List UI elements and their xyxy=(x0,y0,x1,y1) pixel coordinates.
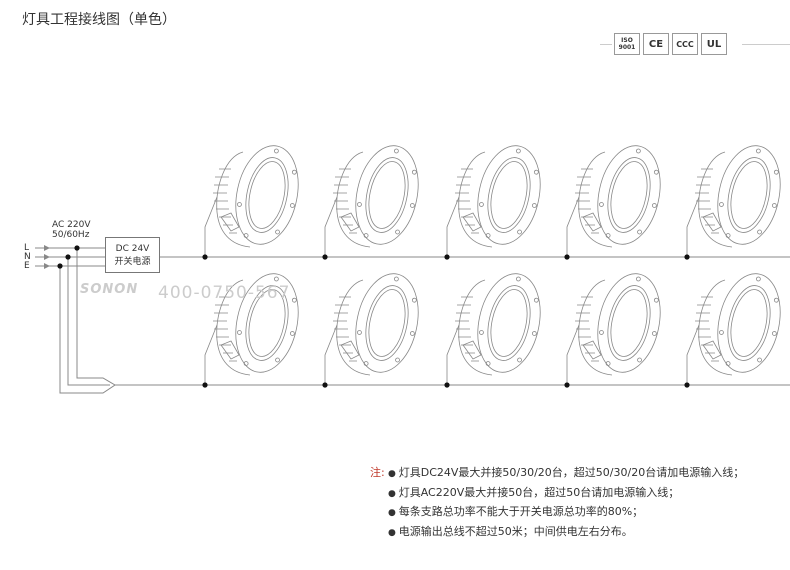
notes: 注: 灯具DC24V最大并接50/30/20台，超过50/30/20台请加电源输… xyxy=(370,464,744,542)
ul-icon: UL xyxy=(701,33,727,55)
line-label-n: N xyxy=(24,252,31,262)
notes-prefix: 注: xyxy=(370,466,385,479)
watermark-phone: 400-0750-567 xyxy=(158,283,291,303)
line-label-e: E xyxy=(24,261,30,271)
lamp-row-1 xyxy=(204,139,790,258)
psu-voltage: DC 24V xyxy=(115,244,150,254)
ce-icon: CE xyxy=(643,33,669,55)
frequency-label: 50/60Hz xyxy=(52,230,90,240)
ccc-icon: CCC xyxy=(672,33,698,55)
certification-badges: ISO 9001 CE CCC UL xyxy=(614,33,727,55)
note-item: 灯具AC220V最大并接50台，超过50台请加电源输入线； xyxy=(388,484,744,504)
note-item: 电源输出总线不超过50米；中间供电左右分布。 xyxy=(388,523,744,543)
divider xyxy=(742,44,790,45)
power-supply-box: DC 24V 开关电源 xyxy=(105,237,160,273)
note-item: 每条支路总功率不能大于开关电源总功率的80%； xyxy=(388,503,744,523)
line-label-l: L xyxy=(24,243,30,253)
page-title: 灯具工程接线图（单色） xyxy=(22,12,176,28)
iso-icon: ISO 9001 xyxy=(614,33,640,55)
ac-voltage-label: AC 220V xyxy=(52,220,91,230)
watermark-logo: SONON xyxy=(80,282,139,297)
divider xyxy=(600,44,612,45)
psu-name: 开关电源 xyxy=(114,257,151,267)
lamp-row-2 xyxy=(204,267,790,386)
note-item: 灯具DC24V最大并接50/30/20台，超过50/30/20台请加电源输入线； xyxy=(388,464,744,484)
